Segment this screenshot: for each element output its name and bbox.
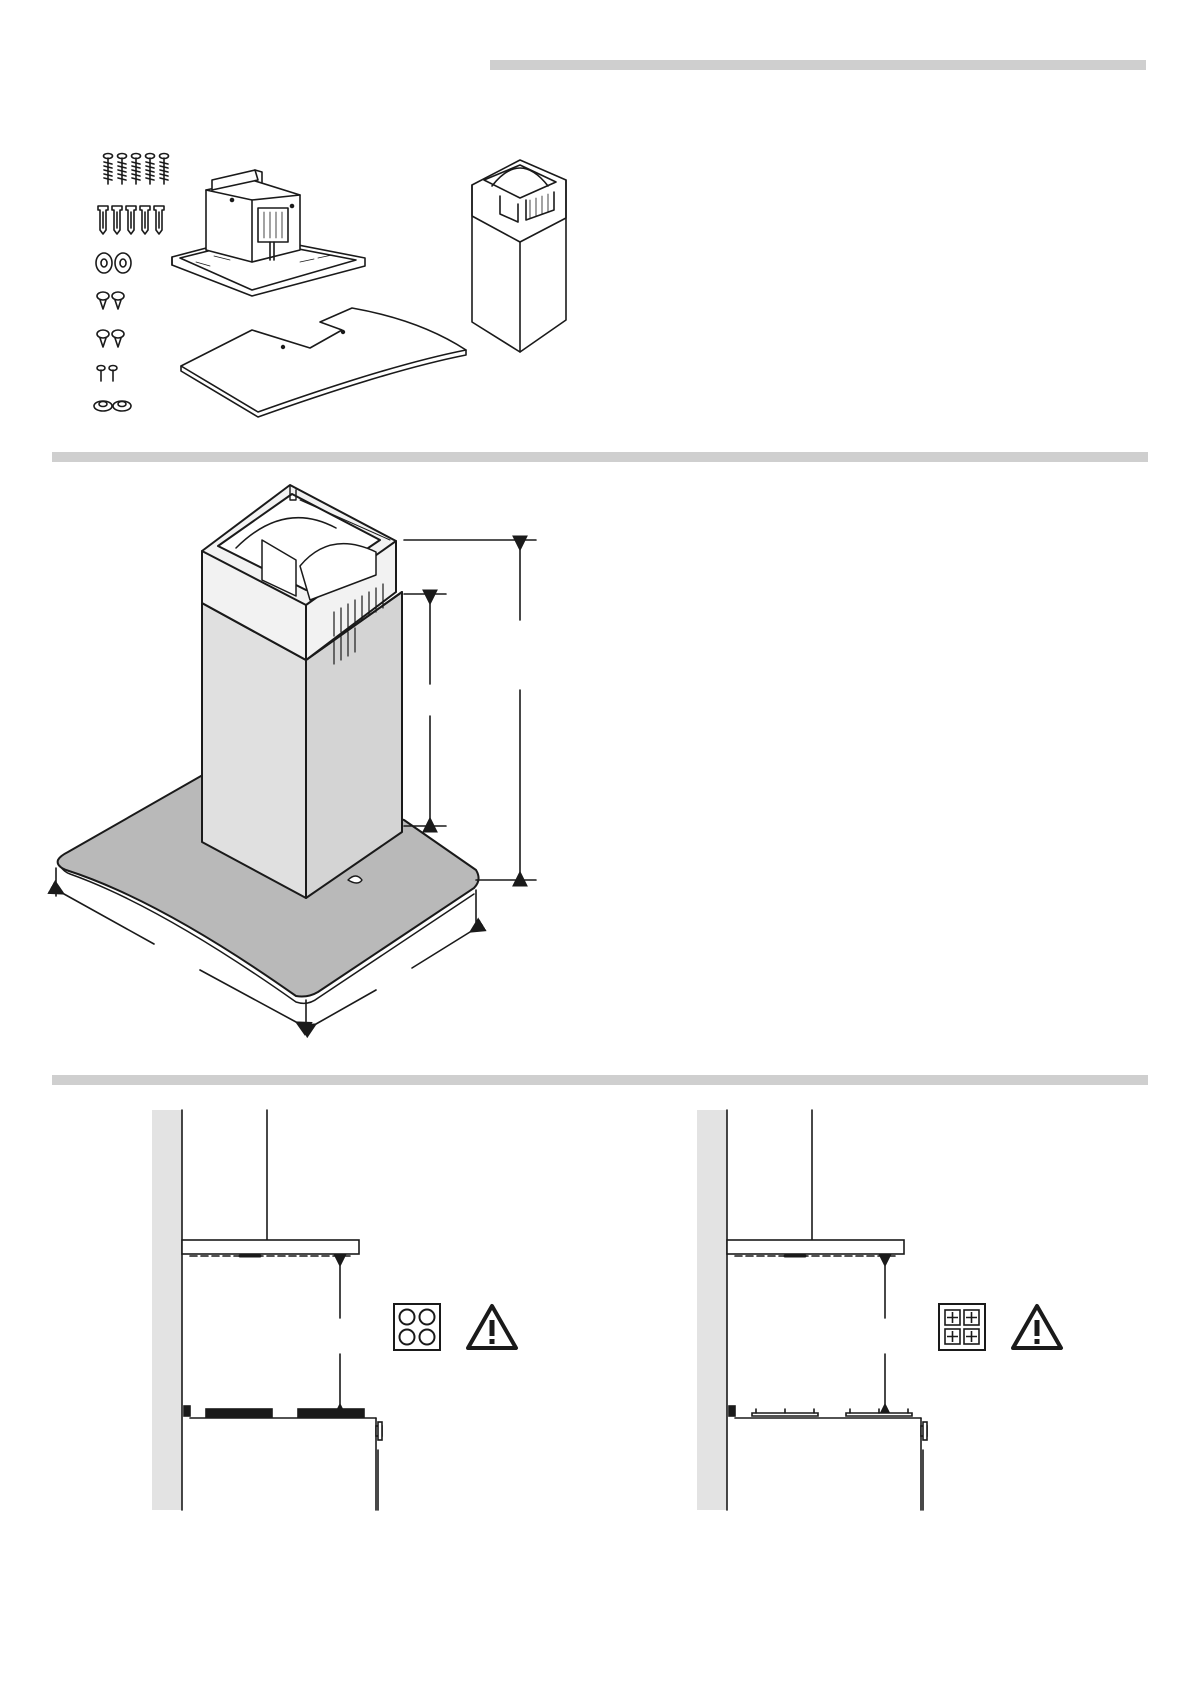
chimney-duct (472, 160, 566, 352)
hood-base-unit (172, 170, 365, 296)
screws-icon (104, 154, 169, 185)
section-rule-bottom (52, 1075, 1148, 1085)
electric-cooktop (184, 1406, 382, 1510)
hood-canopy-side (727, 1240, 904, 1254)
machine-screws-icon (97, 330, 124, 347)
gas-hob-icon (937, 1302, 987, 1352)
warning-triangle-icon (1009, 1302, 1065, 1352)
grommets-icon (94, 401, 131, 411)
small-screws-icon (97, 292, 124, 309)
hood-canopy-side (182, 1240, 359, 1254)
wall (697, 1110, 727, 1510)
gas-cooktop (729, 1406, 927, 1510)
glass-canopy (181, 308, 466, 417)
washers-icon (96, 253, 131, 273)
assembled-hood-dimensions (0, 470, 1191, 1050)
electric-hob-icon (392, 1302, 442, 1352)
section-rule-middle (52, 452, 1148, 462)
parts-overview (0, 0, 1191, 450)
pins-icon (97, 366, 117, 382)
height-arrow (404, 540, 536, 880)
warning-triangle-icon (464, 1302, 520, 1352)
chimney-adjust-arrow (404, 594, 446, 826)
wall-plugs-icon (98, 206, 164, 234)
wall (152, 1110, 182, 1510)
hood-chimney (202, 485, 402, 898)
